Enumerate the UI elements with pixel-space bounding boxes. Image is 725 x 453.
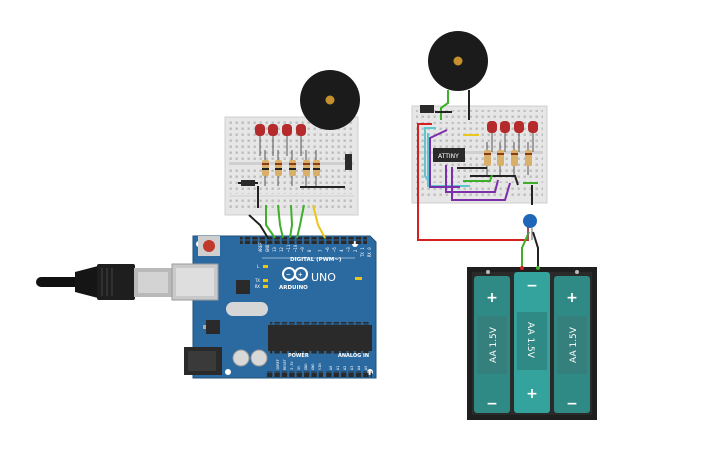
battery-cell-1: + AA 1.5V − xyxy=(474,276,510,413)
wires-right[interactable] xyxy=(417,90,539,268)
svg-text:+: + xyxy=(298,272,303,279)
svg-text:−: − xyxy=(286,272,291,279)
led-tx-label: TX xyxy=(255,278,260,283)
analog-pin-a3: A3 xyxy=(350,366,354,370)
battery-cell-3-top: + xyxy=(566,290,578,306)
led-right-4[interactable] xyxy=(528,121,538,133)
header-pin-tx: TX 1 xyxy=(360,247,365,257)
header-pin-rx: RX 0 xyxy=(367,247,372,257)
analog-label: ANALOG IN xyxy=(338,353,369,359)
analog-pin-a1: A1 xyxy=(336,366,340,370)
power-pin-ioref: IOREF xyxy=(276,359,280,370)
usb-chip xyxy=(236,280,250,294)
led-l-label: L xyxy=(257,264,260,269)
power-pin-reset: RESET xyxy=(283,358,287,370)
switch-left[interactable] xyxy=(241,180,255,186)
led-left-3[interactable] xyxy=(282,124,292,136)
power-pin-5v: 5V xyxy=(297,365,301,370)
arduino-logo-icon: − + xyxy=(282,267,308,281)
battery-cell-2-bottom: + xyxy=(526,386,538,402)
power-pin-gnd-1: GND xyxy=(304,364,308,371)
header-pin-gnd: GND xyxy=(265,244,270,252)
resistors-left[interactable] xyxy=(262,150,352,186)
battery-pack[interactable]: + AA 1.5V − − AA 1.5V + + AA 1.5V − xyxy=(467,266,597,420)
battery-cell-1-label: AA 1.5V xyxy=(489,326,499,363)
battery-cell-3-label: AA 1.5V xyxy=(569,326,579,363)
header-pin-12: 12 xyxy=(279,247,284,252)
led-left-4[interactable] xyxy=(296,124,306,136)
led-right-1[interactable] xyxy=(487,121,497,133)
analog-pin-a0: A0 xyxy=(329,366,333,370)
usb-cable[interactable] xyxy=(36,264,172,300)
atmega-chip xyxy=(268,325,372,351)
battery-cell-1-bottom: − xyxy=(486,396,498,412)
header-pin-3: ~3 xyxy=(346,247,351,252)
wires-left[interactable] xyxy=(238,180,345,239)
switch-right[interactable] xyxy=(420,105,434,113)
header-pin-10: ~10 xyxy=(293,244,298,252)
analog-pin-a5: A5 xyxy=(364,366,368,370)
analog-pin-a4: A4 xyxy=(357,366,361,370)
led-l-indicator xyxy=(263,265,268,268)
header-pin-8: 8 xyxy=(307,249,312,252)
attiny-chip[interactable]: ATTINY xyxy=(433,148,465,162)
led-row-right[interactable] xyxy=(487,121,538,152)
header-pin-13: 13 xyxy=(272,247,277,252)
battery-cell-3-bottom: − xyxy=(566,396,578,412)
arduino-brand-label: ARDUINO xyxy=(279,285,308,291)
led-rx-indicator xyxy=(263,285,268,288)
piezo-buzzer-left[interactable] xyxy=(300,70,360,130)
battery-cell-2-top: − xyxy=(526,278,538,294)
led-left-1[interactable] xyxy=(255,124,265,136)
header-pin-aref: AREF xyxy=(258,242,263,252)
capacitor-1 xyxy=(232,349,250,367)
power-header[interactable] xyxy=(265,371,323,377)
analog-header[interactable] xyxy=(326,371,372,377)
led-right-2[interactable] xyxy=(500,121,510,133)
header-pin-4: 4 xyxy=(339,249,344,252)
battery-cell-2: − AA 1.5V + xyxy=(514,272,550,413)
power-pin-gnd-2: GND xyxy=(311,364,315,371)
header-pin-7: 7 xyxy=(318,249,323,252)
header-pin-5: ~5 xyxy=(332,247,337,252)
power-label: POWER xyxy=(288,353,309,359)
led-right-3[interactable] xyxy=(514,121,524,133)
led-tx-indicator xyxy=(263,279,268,282)
led-rx-label: RX xyxy=(255,284,260,289)
power-pin-vin: VIN xyxy=(318,364,322,371)
header-pin-2: 2 xyxy=(353,249,358,252)
led-left-2[interactable] xyxy=(268,124,278,136)
voltage-regulator xyxy=(206,320,220,334)
resistors-right[interactable] xyxy=(484,142,532,175)
ceramic-capacitor[interactable] xyxy=(523,214,537,240)
crystal-oscillator xyxy=(226,302,268,316)
attiny-label: ATTINY xyxy=(438,153,459,160)
led-on-indicator xyxy=(355,277,362,280)
battery-cell-3: + AA 1.5V − xyxy=(554,276,590,413)
piezo-buzzer-right[interactable] xyxy=(428,31,488,91)
digital-label: DIGITAL (PWM~) xyxy=(290,257,342,263)
power-pin-3v3: 3.3V xyxy=(290,361,294,370)
analog-pin-a2: A2 xyxy=(343,366,347,370)
capacitor-2 xyxy=(250,349,268,367)
battery-cell-2-label: AA 1.5V xyxy=(525,322,535,359)
arduino-uno-board[interactable]: AREF GND 13 12 ~11 ~10 ~9 8 7 ~6 ~5 4 ~3… xyxy=(171,235,377,379)
header-pin-11: ~11 xyxy=(286,244,291,252)
diode-left[interactable] xyxy=(345,154,352,170)
header-pin-6: ~6 xyxy=(325,247,330,252)
digital-header[interactable] xyxy=(240,237,367,244)
led-row-left[interactable] xyxy=(255,124,306,156)
arduino-model-label: UNO xyxy=(311,271,336,284)
header-pin-9: ~9 xyxy=(300,247,305,252)
battery-cell-1-top: + xyxy=(486,290,498,306)
